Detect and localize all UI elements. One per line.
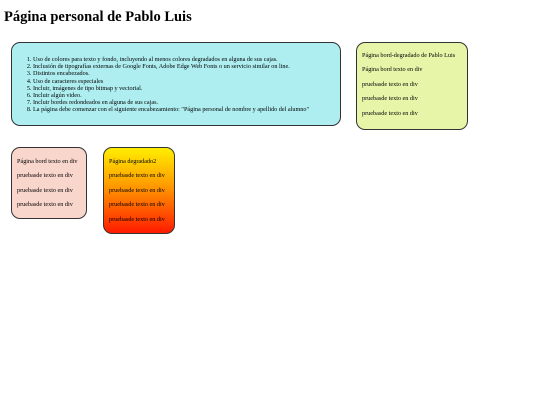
gradient-border-box: Página bord-degradado de Pablo Luis Pági…: [356, 42, 468, 130]
list-item: Incluir, imágenes de tipo bitmap y vecto…: [33, 85, 334, 92]
requirements-list: Uso de colores para texto y fondo, inclu…: [18, 56, 334, 114]
box-text: pruebasde texto en div: [362, 95, 418, 103]
box-text: pruebasde texto en div: [362, 109, 418, 117]
box-title: Página degradado2: [109, 158, 157, 165]
instructions-box: Uso de colores para texto y fondo, inclu…: [11, 42, 341, 126]
box-text: pruebasde texto en div: [17, 201, 73, 209]
list-item: Incluir algún video.: [33, 92, 334, 99]
box-text: Página bord texto en div: [362, 66, 423, 74]
box-title: Página bord-degradado de Pablo Luis: [362, 52, 456, 59]
box-text: pruebasde texto en div: [17, 186, 73, 194]
list-item: Inclusión de tipografías externas de Goo…: [33, 63, 334, 70]
list-item: Uso de colores para texto y fondo, inclu…: [33, 56, 334, 63]
box-text: pruebasde texto en div: [109, 172, 165, 180]
list-item: Uso de caracteres especiales: [33, 78, 334, 85]
box-text: pruebasde texto en div: [17, 172, 73, 180]
page-title: Página personal de Pablo Luis: [4, 9, 192, 25]
gradient-box: Página degradado2 pruebasde texto en div…: [103, 147, 175, 234]
box-text: pruebasde texto en div: [109, 215, 165, 223]
bordered-text-box: Página bord texto en div pruebasde texto…: [11, 147, 87, 219]
box-text: pruebasde texto en div: [362, 80, 418, 88]
list-item: Incluir bordes redondeados en alguna de …: [33, 99, 334, 106]
box-text: pruebasde texto en div: [109, 201, 165, 209]
list-item: La página debe comenzar con el siguiente…: [33, 106, 334, 113]
box-title: Página bord texto en div: [17, 158, 78, 165]
list-item: Distintos encabezados.: [33, 70, 334, 77]
box-text: pruebasde texto en div: [109, 186, 165, 194]
